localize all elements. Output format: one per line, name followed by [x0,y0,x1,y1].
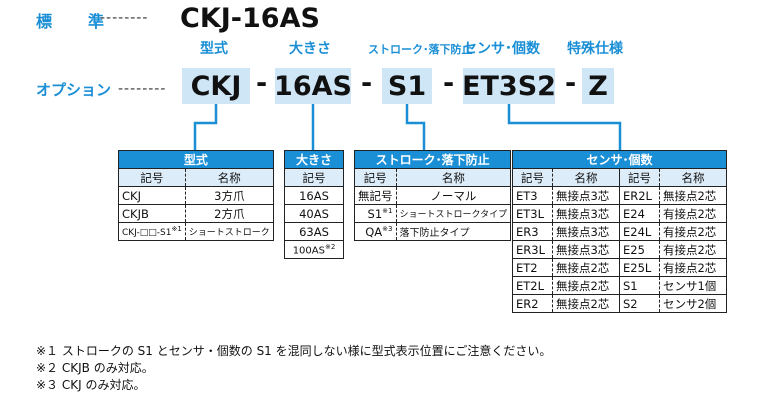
code-model: CKJ [182,68,250,104]
footnotes: ※１ ストロークの S1 とセンサ・個数の S1 を混同しない様に型式表示位置に… [36,343,551,394]
size-table-title: 大きさ [284,150,344,169]
caption-stroke: ストローク･落下防止 [368,43,473,56]
table-row: CKJB 2方爪 [118,204,274,223]
caption-sensor: センサ･個数 [463,41,540,57]
table-row: 16AS [284,186,344,205]
sensor-table-title: センサ･個数 [512,150,727,169]
footnote-3: ※３ CKJ のみ対応。 [36,378,146,392]
table-row: 無記号 ノーマル [354,186,512,205]
table-row: 100AS※2 [284,240,344,259]
model-table-title: 型式 [118,150,274,169]
model-table: 型式 記号 名称 CKJ 3方爪 CKJB 2方爪 CKJ-□□-S1※1 ショ… [118,150,274,241]
col-header-symbol: 記号 [354,168,397,187]
col-header-name: 名称 [395,168,512,187]
table-row: QA※3 落下防止タイプ [354,222,512,241]
table-row: ET3L 無接点3芯 E24 有接点2芯 [512,204,728,223]
caption-special: 特殊仕様 [567,41,623,57]
table-row: ER2 無接点2芯 S2 センサ2個 [512,294,728,313]
separator: - [443,68,455,99]
table-row: ET3 無接点3芯 ER2L 無接点2芯 [512,186,728,205]
stroke-table-title: ストローク･落下防止 [353,150,512,169]
code-sensor: ET3S2 [462,68,556,104]
size-table: 大きさ 記号 16AS 40AS 63AS 100AS※2 [284,150,344,259]
option-label: オプション [36,81,112,99]
col-header-symbol: 記号 [618,168,660,187]
standard-code: CKJ-16AS [180,3,320,34]
table-row: ET2L 無接点2芯 S1 センサ1個 [512,276,728,295]
caption-model: 型式 [200,41,228,57]
connector-model [193,104,218,150]
footnote-2: ※２ CKJB のみ対応。 [36,361,154,375]
caption-size: 大きさ [289,41,331,57]
table-row: ER3 無接点3芯 E24L 有接点2芯 [512,222,728,241]
separator: - [565,68,577,99]
connector-sensor [507,104,622,150]
code-special: Z [582,68,614,104]
stroke-table: ストローク･落下防止 記号 名称 無記号 ノーマル S1※1 ショートストローク… [353,150,512,241]
code-stroke: S1 [382,68,432,104]
table-row: ER3L 無接点3芯 E25 有接点2芯 [512,240,728,259]
table-row: CKJ-□□-S1※1 ショートストローク [118,222,274,241]
separator: - [361,68,373,99]
table-row: 63AS [284,222,344,241]
separator: - [256,68,268,99]
col-header-name: 名称 [551,168,620,187]
col-header-name: 名称 [658,168,728,187]
standard-label: 標 準 [36,12,115,31]
table-row: 40AS [284,204,344,223]
option-dashes: -------- [118,81,167,97]
code-size: 16AS [274,68,352,104]
footnote-1: ※１ ストロークの S1 とセンサ・個数の S1 を混同しない様に型式表示位置に… [36,344,552,358]
connector-stroke [405,104,426,150]
col-header-symbol: 記号 [284,168,344,187]
table-row: S1※1 ショートストロークタイプ [354,204,512,223]
table-row: ET2 無接点2芯 E25L 有接点2芯 [512,258,728,277]
sensor-table: センサ･個数 記号 名称 記号 名称 ET3 無接点3芯 ER2L 無接点2芯 … [512,150,728,313]
table-row: CKJ 3方爪 [118,186,274,205]
standard-dashes: -------- [100,10,149,26]
col-header-symbol: 記号 [118,168,186,187]
col-header-symbol: 記号 [512,168,553,187]
col-header-name: 名称 [184,168,274,187]
